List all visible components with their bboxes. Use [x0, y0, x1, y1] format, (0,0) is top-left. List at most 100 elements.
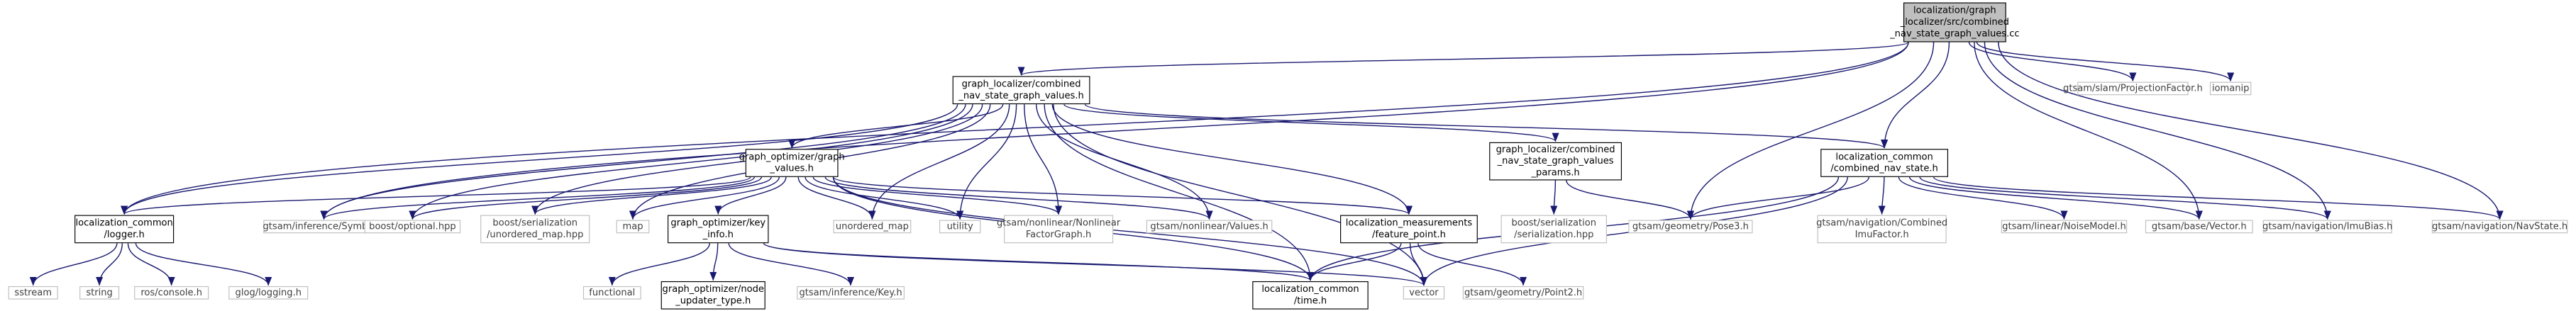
node-go-values[interactable]: graph_optimizer/graph_values.h	[739, 149, 845, 177]
node-label-line: _info.h	[702, 229, 734, 240]
edge-key-info-to-functional	[608, 243, 710, 286]
node-pose3: gtsam/geometry/Pose3.h	[1628, 220, 1753, 234]
node-symbol: gtsam/inference/Symbol.h	[262, 220, 385, 234]
edge-key-info-to-vector	[763, 242, 1427, 286]
edge-go-values-to-utility	[805, 176, 964, 220]
node-optional: boost/optional.hpp	[364, 220, 461, 234]
node-params-h[interactable]: graph_localizer/combined_nav_state_graph…	[1489, 142, 1623, 181]
node-label-line: gtsam/geometry/Point2.h	[1464, 287, 1583, 298]
node-label-line: graph_localizer/combined	[1496, 144, 1615, 155]
node-label-line: _nav_state_graph_values.h	[958, 90, 1084, 101]
node-label-line: localization/graph	[1913, 5, 1996, 16]
node-label-line: _nav_state_graph_values.cc	[1890, 28, 2020, 39]
node-cns-h[interactable]: localization_common/combined_nav_state.h	[1820, 149, 1949, 177]
node-updater[interactable]: graph_optimizer/node_updater_type.h	[660, 281, 765, 310]
edge-go-values-to-logger	[121, 176, 751, 215]
node-cnsgv-h[interactable]: graph_localizer/combined_nav_state_graph…	[952, 76, 1090, 105]
node-label-line: iomanip	[2211, 82, 2250, 94]
edge-feature-point-to-time-h	[1307, 243, 1402, 281]
node-label-line: vector	[1409, 287, 1439, 298]
edge-feature-point-to-vector	[1409, 243, 1428, 286]
edge-key-info-to-key-h	[728, 243, 855, 286]
node-label-line: functional	[589, 287, 636, 298]
node-sstream: sstream	[8, 285, 58, 300]
edge-cns-h-to-cimu	[1878, 176, 1886, 215]
edge-params-h-to-pose3	[1566, 180, 1694, 220]
edge-go-values-to-feature-point	[832, 176, 1413, 215]
edge-go-values-to-unordered-map-hpp	[531, 176, 772, 215]
node-vector: vector	[1403, 285, 1445, 300]
node-label-line: sstream	[14, 287, 52, 298]
node-label-line: _values.h	[770, 163, 814, 174]
node-glog: glog/logging.h	[228, 285, 309, 300]
node-root[interactable]: localization/graph_localizer/src/combine…	[1890, 2, 2020, 43]
edge-root-to-logger	[121, 42, 1909, 215]
node-label-line: utility	[946, 220, 973, 232]
node-label-line: localization_common	[1261, 283, 1359, 295]
node-key-info[interactable]: graph_optimizer/key_info.h	[668, 215, 769, 244]
node-iomanip: iomanip	[2209, 81, 2252, 96]
node-map: map	[616, 220, 650, 234]
node-label-line: boost/serialization	[492, 217, 578, 229]
node-label-line: gtsam/linear/NoiseModel.h	[2002, 220, 2126, 232]
edge-go-values-to-symbol	[320, 176, 756, 220]
node-label-line: _localizer/src/combined	[1900, 16, 2009, 28]
node-imubias: gtsam/navigation/ImuBias.h	[2262, 220, 2392, 234]
node-ser-hpp: boost/serialization/serialization.hpp	[1500, 215, 1607, 244]
edge-go-values-to-vector	[832, 176, 1427, 286]
node-vector-h: gtsam/base/Vector.h	[2145, 220, 2253, 234]
edge-logger-to-console	[127, 243, 175, 286]
edge-cns-h-to-navstate	[1933, 176, 2504, 220]
node-feature-point[interactable]: localization_measurements/feature_point.…	[1340, 215, 1478, 244]
edge-cnsgv-h-to-params-h	[1063, 103, 1559, 142]
node-functional: functional	[582, 285, 641, 300]
edge-logger-to-sstream	[29, 243, 118, 286]
edge-cnsgv-h-to-symbol	[320, 104, 966, 220]
node-label-line: graph_optimizer/graph	[739, 151, 845, 162]
edge-root-to-navstate	[1998, 42, 2504, 220]
node-label-line: string	[86, 287, 113, 298]
node-label-line: /feature_point.h	[1372, 229, 1446, 240]
edge-cnsgv-h-to-utility	[956, 104, 1017, 220]
node-time-h[interactable]: localization_common/time.h	[1252, 281, 1369, 310]
node-point2: gtsam/geometry/Point2.h	[1462, 285, 1584, 300]
edge-root-to-projfactor	[1968, 42, 2137, 82]
node-label-line: graph_optimizer/node	[662, 283, 764, 295]
node-noise: gtsam/linear/NoiseModel.h	[2001, 220, 2128, 234]
edge-cnsgv-h-to-cns-h	[1084, 103, 1888, 149]
node-label-line: gtsam/inference/Symbol.h	[262, 220, 385, 232]
edge-key-info-to-updater	[709, 243, 719, 281]
node-label-line: gtsam/nonlinear/Nonlinear	[996, 217, 1121, 229]
node-label-line: gtsam/geometry/Pose3.h	[1632, 220, 1749, 232]
edge-cnsgv-h-to-unordered-map	[868, 104, 1010, 220]
edge-cnsgv-h-to-logger	[121, 104, 958, 215]
edge-cnsgv-h-to-go-values	[788, 103, 1004, 149]
edge-go-values-to-nlvalues	[824, 176, 1213, 220]
node-label-line: FactorGraph.h	[1025, 229, 1092, 240]
node-label-line: boost/serialization	[1511, 217, 1597, 229]
edge-go-values-to-unordered-map	[797, 176, 876, 220]
node-nlvalues: gtsam/nonlinear/Values.h	[1146, 220, 1273, 234]
node-label-line: gtsam/base/Vector.h	[2151, 220, 2247, 232]
edge-root-to-symbol	[320, 42, 1909, 220]
node-navstate: gtsam/navigation/NavState.h	[2431, 220, 2568, 234]
node-label-line: /combined_nav_state.h	[1830, 163, 1938, 174]
edge-go-values-to-map	[629, 176, 780, 220]
node-label-line: gtsam/navigation/NavState.h	[2431, 220, 2568, 232]
edge-cnsgv-h-to-vector	[1053, 104, 1427, 286]
node-label-line: _params.h	[1531, 166, 1580, 179]
node-label-line: map	[622, 220, 643, 232]
edge-root-to-iomanip	[1976, 42, 2235, 82]
node-label-line: glog/logging.h	[235, 287, 302, 298]
node-label-line: gtsam/inference/Key.h	[799, 287, 902, 298]
node-logger[interactable]: localization_common/logger.h	[74, 215, 175, 244]
edge-cns-h-to-vector-h	[1908, 176, 2203, 220]
node-label-line: ros/console.h	[140, 287, 202, 298]
node-label-line: /serialization.hpp	[1514, 229, 1594, 240]
node-console: ros/console.h	[134, 285, 209, 300]
node-label-line: gtsam/slam/ProjectionFactor.h	[2063, 82, 2203, 94]
node-unordered-map: unordered_map	[833, 220, 912, 234]
edge-root-to-cns-h	[1881, 42, 1950, 149]
